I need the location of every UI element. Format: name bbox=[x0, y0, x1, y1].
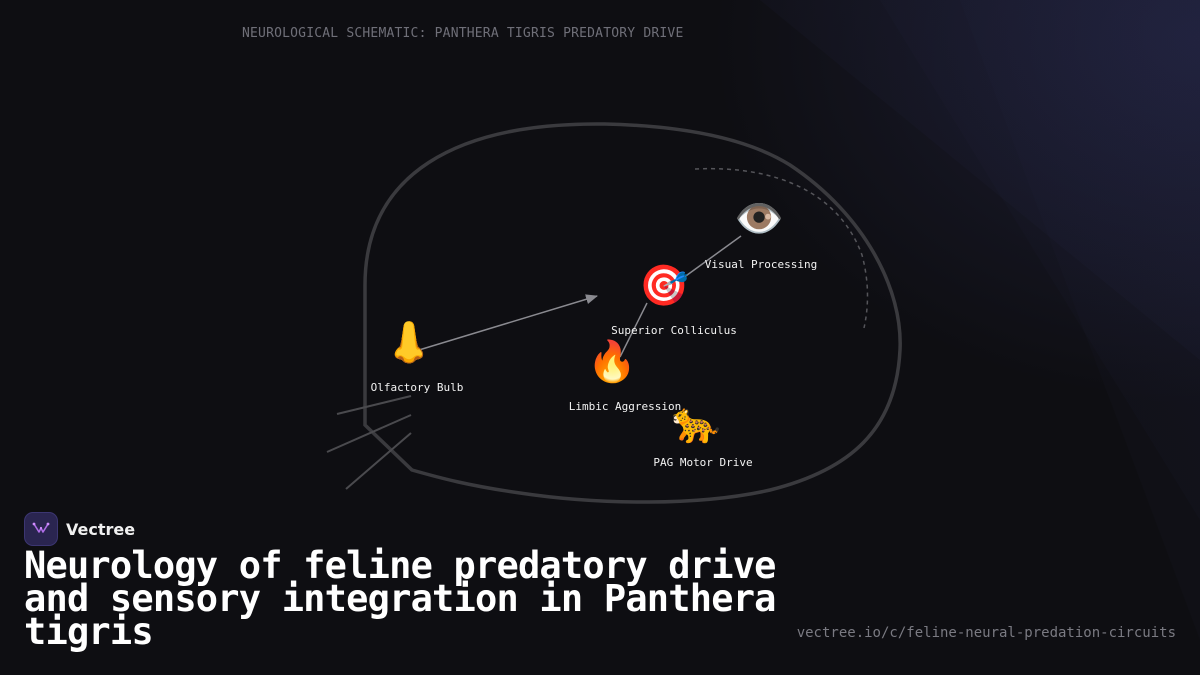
brand-name: Vectree bbox=[66, 519, 136, 539]
schematic-title: NEUROLOGICAL SCHEMATIC: PANTHERA TIGRIS … bbox=[242, 26, 684, 41]
share-url-link[interactable]: vectree.io/c/feline-neural-predation-cir… bbox=[796, 625, 1176, 641]
whisker-line bbox=[345, 432, 412, 490]
skull-outline bbox=[363, 122, 902, 504]
fire-icon: 🔥 bbox=[587, 339, 637, 385]
whisker-line bbox=[326, 414, 412, 453]
node-label-visual-processing: Visual Processing bbox=[704, 258, 818, 271]
connection-visual-to-colliculus bbox=[682, 235, 742, 279]
node-label-olfactory-bulb: Olfactory Bulb bbox=[370, 381, 464, 394]
nose-icon: 👃 bbox=[384, 320, 434, 366]
brand[interactable]: Vectree bbox=[24, 512, 135, 546]
node-label-limbic-aggression: Limbic Aggression bbox=[568, 400, 682, 413]
connection-olfactory-to-colliculus bbox=[418, 294, 598, 351]
page-title: Neurology of feline predatory drive and … bbox=[24, 544, 776, 653]
target-icon: 🎯 bbox=[639, 263, 689, 309]
leopard-icon: 🐆 bbox=[671, 400, 721, 446]
connection-colliculus-to-limbic bbox=[619, 302, 648, 358]
orbit-arc bbox=[694, 167, 869, 329]
node-label-pag-motor-drive: PAG Motor Drive bbox=[653, 456, 753, 469]
node-label-superior-colliculus: Superior Colliculus bbox=[611, 324, 737, 337]
whisker-line bbox=[336, 395, 412, 415]
eye-icon: 👁️ bbox=[734, 196, 784, 242]
vectree-logo-icon bbox=[24, 512, 58, 546]
